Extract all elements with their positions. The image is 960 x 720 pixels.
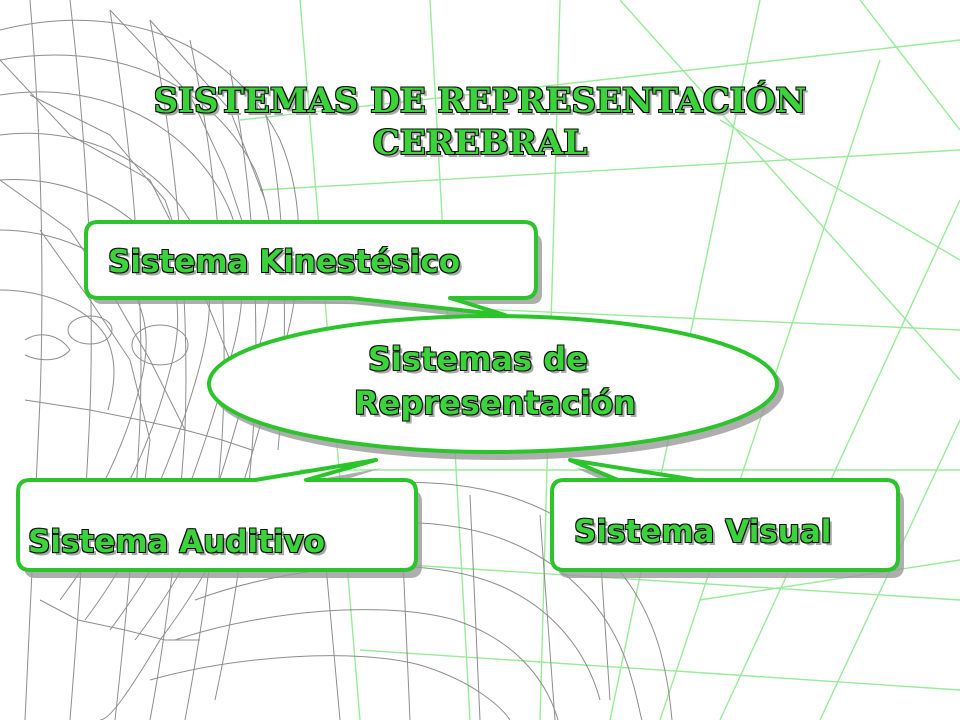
node-visual-label: Sistema Visual	[574, 514, 832, 550]
page-title: SISTEMAS DE REPRESENTACIÓN CEREBRAL	[100, 80, 860, 164]
node-visual-box	[550, 458, 904, 578]
title-line-1: SISTEMAS DE REPRESENTACIÓN	[153, 81, 807, 121]
title-line-2: CEREBRAL	[372, 123, 588, 163]
center-ellipse	[207, 314, 784, 460]
node-kinestesico-label: Sistema Kinestésico	[108, 244, 461, 280]
node-auditivo-box	[16, 458, 422, 578]
center-label-line-1: Sistemas de	[368, 340, 588, 378]
center-label-line-2: Representación	[354, 384, 636, 422]
node-kinestesico-box	[84, 220, 542, 322]
node-auditivo-label: Sistema Auditivo	[28, 524, 326, 560]
